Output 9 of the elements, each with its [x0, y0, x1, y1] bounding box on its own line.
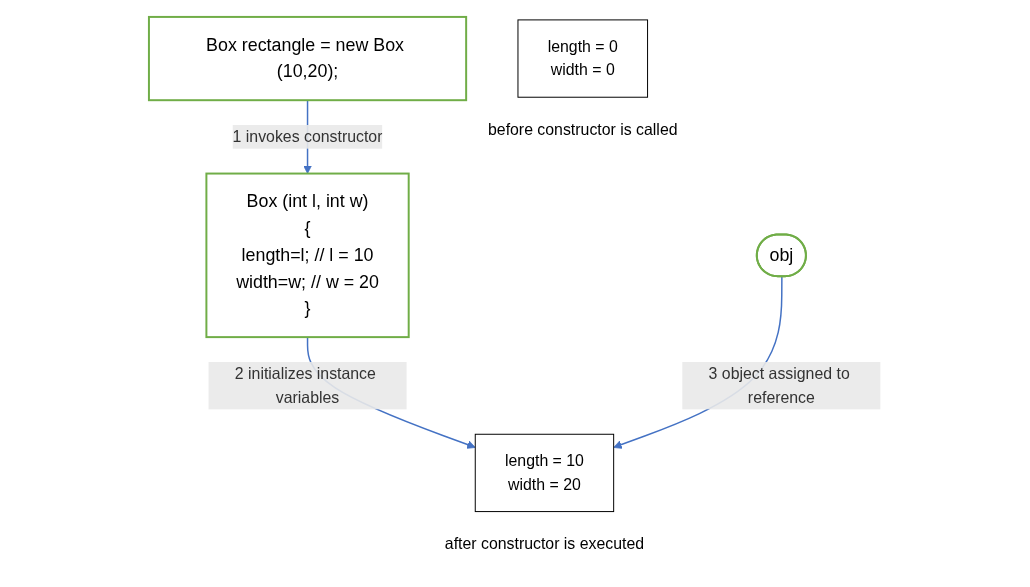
node-box: Box (int l, int w) { length=l; // l = 10 width=w; // w = 20 }	[205, 172, 410, 338]
node-box: length = 0 width = 0	[517, 18, 649, 98]
edge-label: 3 object assigned to reference	[708, 364, 850, 406]
edge-label: 1 invokes constructor	[232, 127, 383, 145]
node-label: after constructor is executed	[445, 534, 645, 552]
node-box: length = 10 width = 20	[475, 433, 615, 512]
node-box: Box rectangle = new Box (10,20);	[148, 15, 468, 101]
edge-label: 2 initializes instance variables	[235, 364, 377, 406]
node-label: before constructor is called	[488, 120, 678, 138]
